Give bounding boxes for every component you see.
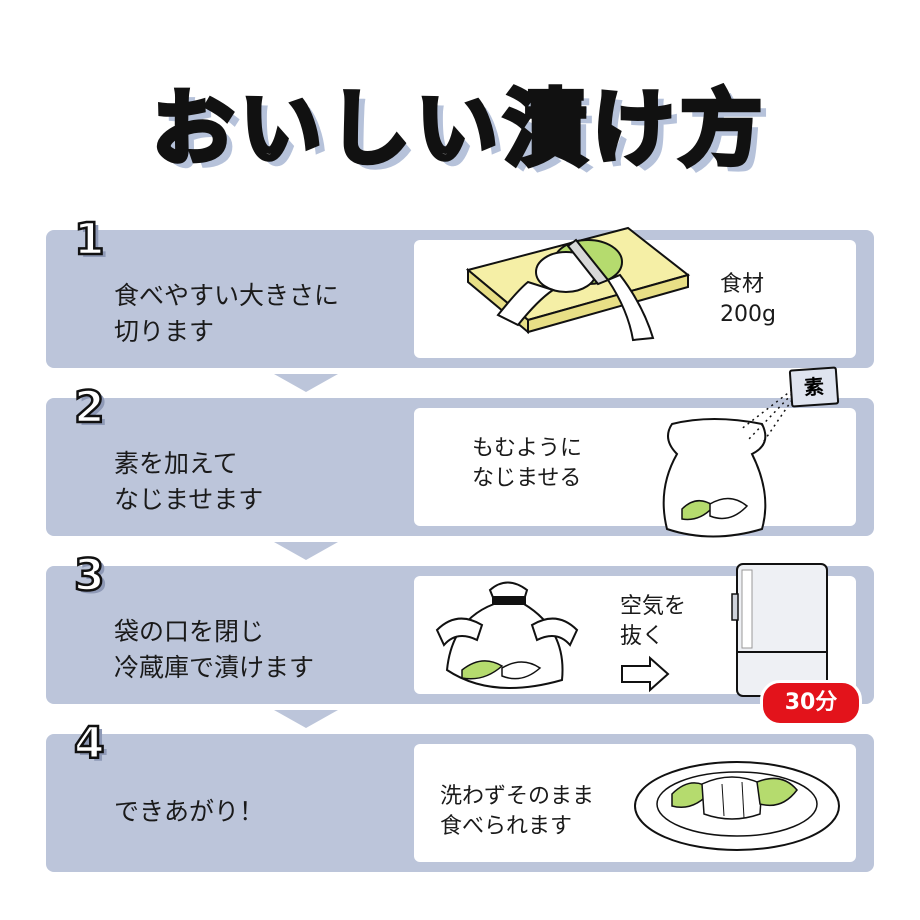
bag-icon [662,418,767,538]
step-2-number: 2 [73,381,106,435]
step-2-text: 素を加えて なじませます [114,449,264,514]
step-2-note: もむように なじませる [472,436,583,491]
page-title: おいしい漬け方 [149,80,768,180]
step-2-card: もむように なじませる 素 [414,366,856,538]
seasoning-label: 素 [803,374,825,400]
step-3-text: 袋の口を閉じ 冷蔵庫で漬けます [114,617,315,682]
refrigerator-icon [731,563,828,697]
cutting-board-icon [465,226,691,342]
step-1-text: 食べやすい大きさに 切ります [114,281,340,346]
step-3-card: 空気を 抜く 30分 [414,563,862,726]
step-1-panel: 1 食べやすい大きさに 切ります 食材 200g [46,213,874,368]
step-4-text: できあがり！ [114,797,265,826]
step-2-panel: 2 素を加えて なじませます もむように なじませる 素 [46,366,874,538]
plate-icon [634,761,840,851]
sealed-bag-icon [435,581,579,689]
step-4-number: 4 [73,717,106,771]
right-arrow-icon [621,655,670,693]
step-1-card: 食材 200g [414,226,856,358]
step-4-note: 洗わずそのまま 食べられます [440,784,595,839]
step-arrow-1 [274,374,338,392]
seasoning-pack-icon: 素 [788,366,840,408]
duration-badge: 30分 [760,680,862,726]
step-1-number: 1 [73,213,106,267]
step-4-card: 洗わずそのまま 食べられます [414,744,856,862]
seasoning-spray-icon [739,389,793,445]
step-3-note: 空気を 抜く [620,594,687,649]
step-4-panel: 4 できあがり！ 洗わずそのまま 食べられます [46,717,874,872]
step-1-note: 食材 200g [720,272,776,327]
step-3-number: 3 [73,549,106,603]
step-arrow-3 [274,710,338,728]
step-arrow-2 [274,542,338,560]
step-3-panel: 3 袋の口を閉じ 冷蔵庫で漬けます 空気を 抜く 30分 [46,549,874,726]
duration-badge-label: 30分 [784,690,838,715]
